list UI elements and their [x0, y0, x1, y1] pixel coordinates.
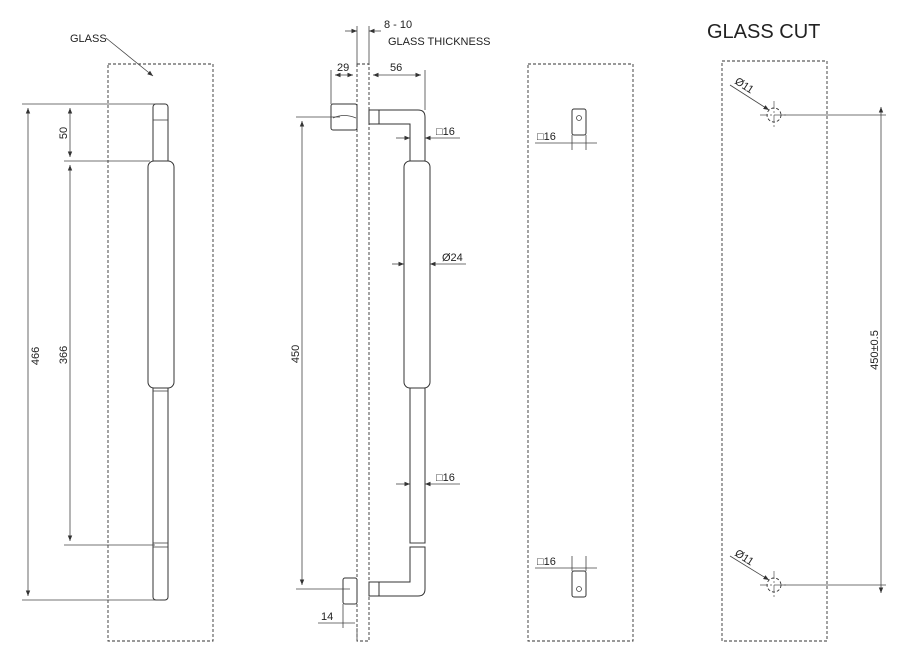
bracket-top: [571, 108, 587, 136]
standoff-right-bottom: [368, 581, 380, 597]
handle-rod-side-lower: [409, 387, 426, 544]
dim-square-bottom: □16: [436, 472, 455, 484]
glass-label: GLASS: [70, 33, 107, 45]
glass-panel-cut: [721, 60, 828, 642]
bracket-dim-square-bottom: □16: [537, 556, 556, 568]
bracket-dim-square-top: □16: [537, 131, 556, 143]
glass-cut-title: GLASS CUT: [707, 21, 820, 43]
side-view: 8 - 10 GLASS THICKNESS 29 56 450: [290, 19, 491, 642]
glass-panel-bracket: [527, 63, 634, 642]
bracket-bottom-hole: [576, 586, 582, 592]
bracket-bottom: [571, 570, 587, 598]
glass-thickness-value: 8 - 10: [384, 19, 412, 31]
dim-total-height: 466: [30, 347, 42, 365]
leader-hole-bottom: [729, 555, 770, 581]
handle-grip-front: [147, 160, 175, 389]
glass-panel-front: [107, 63, 214, 642]
cut-dim-hole-spacing: 450±0.5: [869, 330, 881, 370]
cut-dim-hole-bottom: Ø11: [732, 547, 755, 568]
handle-grip-side: [403, 160, 431, 389]
glass-panel-side: [356, 63, 370, 642]
dim-offset-right: 56: [390, 62, 402, 74]
front-view: GLASS 466 50 366: [22, 33, 214, 642]
standoff-left-bottom: [342, 577, 358, 605]
bracket-top-hole: [576, 115, 582, 121]
handle-bend-bottom: [378, 546, 426, 597]
dim-top-offset: 50: [58, 127, 70, 139]
dim-base-width: 14: [321, 611, 333, 623]
bracket-view: □16 □16: [527, 63, 634, 642]
dim-grip-diameter: Ø24: [442, 252, 463, 264]
leader-hole-top: [729, 84, 770, 111]
dim-grip-length: 366: [58, 346, 70, 364]
dim-square-top: □16: [436, 126, 455, 138]
standoff-right-top: [368, 109, 380, 125]
dim-offset-left: 29: [337, 62, 349, 74]
glass-cut-view: GLASS CUT Ø11 Ø11 450±0.5: [707, 21, 886, 642]
glass-leader: [105, 37, 154, 77]
cut-dim-hole-top: Ø11: [732, 75, 755, 96]
handle-bend-top: [378, 109, 426, 162]
glass-thickness-label: GLASS THICKNESS: [388, 36, 491, 48]
dim-centers: 450: [290, 345, 302, 363]
